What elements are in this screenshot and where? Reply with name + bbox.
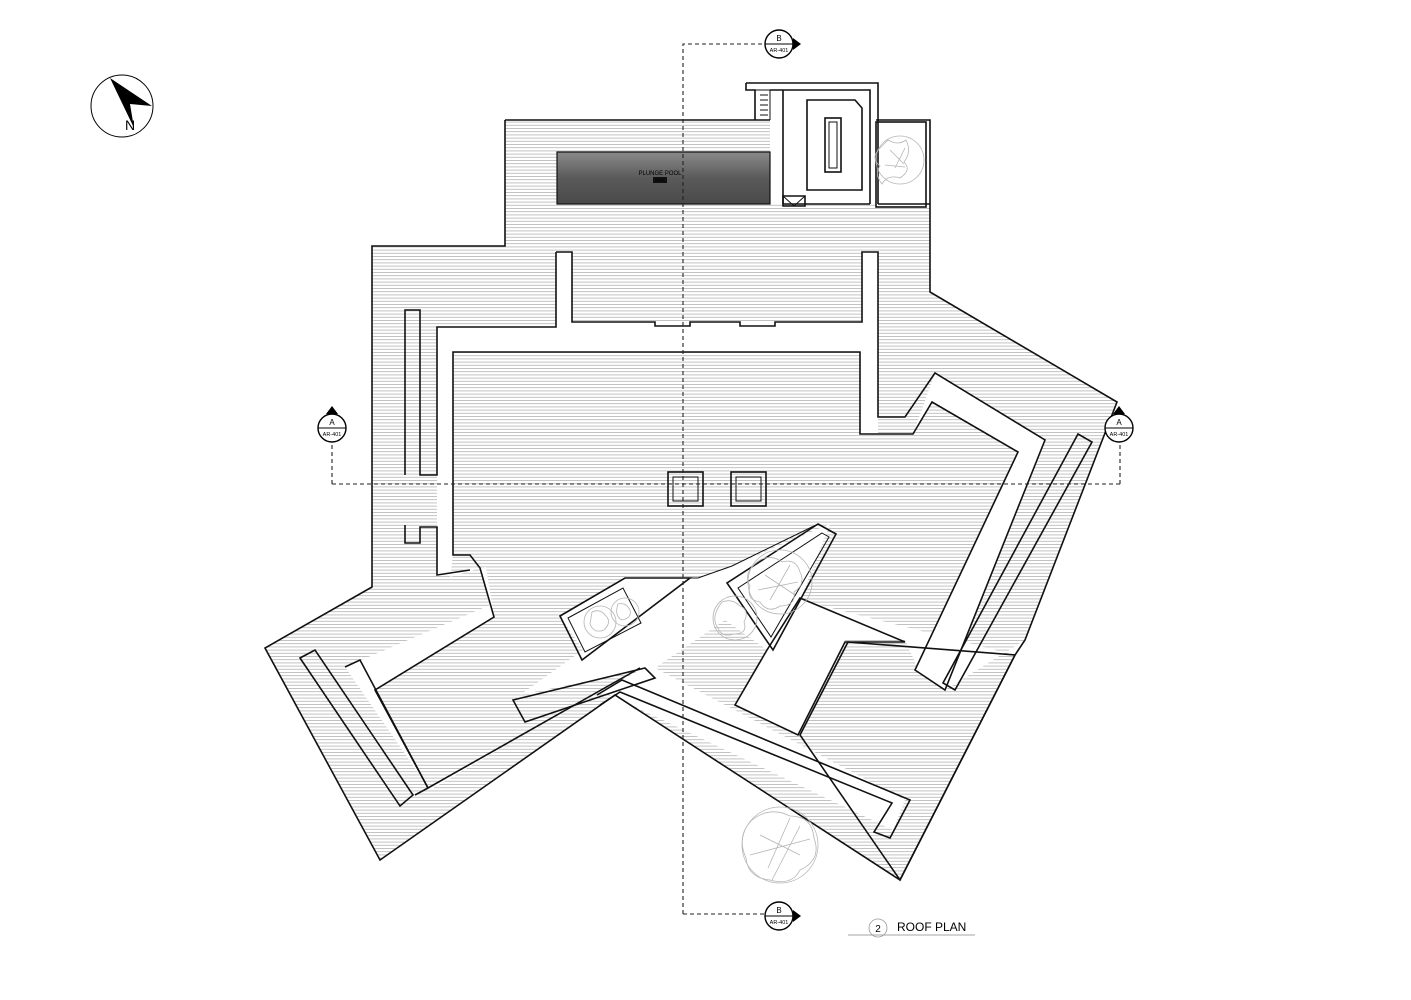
section-marker-icon: A AR-401	[317, 406, 347, 443]
section-marker-icon: B AR-401	[764, 29, 801, 59]
triangle-skylight	[725, 523, 838, 652]
drawing-title-block: 2 ROOF PLAN	[848, 918, 975, 938]
east-hatched-block	[799, 641, 1017, 882]
plunge-pool-tag: RPC	[655, 178, 665, 183]
north-arrow-icon: N	[90, 74, 154, 138]
east-roof-block	[733, 597, 906, 737]
plunge-pool: PLUNGE POOL RPC	[556, 151, 771, 205]
section-marker-icon: A AR-401	[1104, 406, 1134, 443]
section-a-letter-right: A	[1116, 418, 1122, 427]
tree-symbol-icon	[874, 135, 925, 185]
west-wing-band	[298, 648, 430, 808]
north-label: N	[125, 117, 135, 133]
east-wing-band	[941, 432, 1094, 692]
section-b-sheet-top: AR-401	[770, 48, 789, 54]
plunge-pool-label: PLUNGE POOL	[638, 171, 682, 177]
roof-outline	[263, 119, 1118, 882]
section-a-letter-left: A	[329, 418, 335, 427]
section-b-letter-top: B	[776, 34, 781, 43]
north-roof-band	[373, 251, 1046, 790]
section-a-sheet-right: AR-401	[1110, 432, 1129, 438]
tree-symbol-icon	[583, 597, 640, 639]
tree-symbol-icon	[712, 595, 758, 641]
terrace-room	[745, 82, 927, 208]
tree-symbol-icon	[741, 806, 819, 884]
section-marker-icon: B AR-401	[764, 901, 801, 931]
diagonal-band-upper	[511, 667, 657, 723]
section-b-letter-bottom: B	[776, 906, 781, 915]
section-b-sheet-bottom: AR-401	[770, 920, 789, 926]
roof-vents	[667, 471, 767, 507]
drawing-title: ROOF PLAN	[897, 920, 966, 934]
tree-symbol-icon	[747, 549, 813, 615]
title-number: 2	[875, 924, 881, 935]
diagonal-band-lower	[596, 679, 912, 839]
section-cut-lines	[331, 43, 1121, 915]
section-a-sheet-left: AR-401	[323, 432, 342, 438]
